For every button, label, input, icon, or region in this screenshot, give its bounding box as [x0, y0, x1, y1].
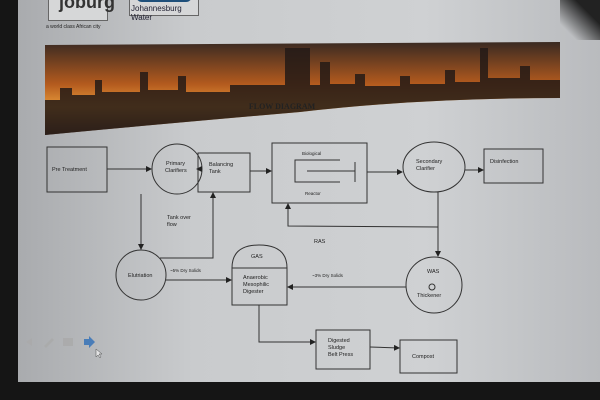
tank-overflow-label: Tank over	[167, 215, 191, 221]
elutriation-label: Elutriation	[128, 273, 152, 279]
digester-label-1: Anaerobic	[243, 275, 268, 281]
skyline-banner	[45, 42, 560, 135]
was-thickener-circle	[405, 256, 463, 314]
disinfection-label: Disinfection	[490, 159, 518, 165]
belt-press-label-3: Belt Press	[328, 352, 353, 358]
node-labels: Pre Treatment Primary Clarifiers Balanci…	[52, 151, 518, 360]
primary-clarifiers-label: Primary	[166, 161, 185, 167]
dry-solids-5-label: ~5% Dry Solids	[170, 268, 202, 273]
biological-reactor-box	[271, 142, 368, 204]
pre-treatment-label: Pre Treatment	[52, 167, 87, 173]
balancing-tank-box	[197, 152, 251, 193]
balancing-tank-label-2: Tank	[209, 169, 221, 175]
thickener-label: Thickener	[417, 293, 441, 299]
digester-dome	[231, 244, 288, 269]
compost-box	[399, 339, 458, 374]
belt-press-box	[315, 329, 371, 370]
primary-clarifiers-label-2: Clarifiers	[165, 168, 187, 174]
digester-label-3: Digester	[243, 289, 264, 295]
joburg-logo: joburg	[48, 0, 115, 21]
pen-icon[interactable]	[44, 338, 54, 348]
elutriation-circle	[115, 249, 167, 301]
disinfection-box	[483, 148, 544, 184]
menu-icon[interactable]	[63, 338, 73, 346]
secondary-clarifier-label-2: Clarifier	[416, 166, 435, 172]
digester-label-2: Mesophilic	[243, 282, 269, 288]
diagram-title: FLOW DIAGRAM	[249, 102, 316, 111]
reactor-channel-icon	[294, 159, 356, 183]
tagline: a world class African city	[46, 24, 101, 30]
secondary-clarifier-label: Secondary	[416, 159, 443, 165]
secondary-clarifier-circle	[402, 141, 466, 193]
belt-press-label-1: Digested	[328, 338, 350, 344]
partner-logo-text: Johannesburg Water	[131, 4, 182, 22]
next-arrow-icon[interactable]	[84, 336, 95, 348]
water-logo-icon	[136, 0, 192, 2]
logo-text: joburg	[59, 0, 115, 12]
back-arrow-icon[interactable]	[26, 338, 32, 346]
compost-label: Compost	[412, 354, 434, 360]
belt-press-label-2: Sludge	[328, 345, 345, 351]
was-label: WAS	[427, 269, 440, 275]
thickener-small-circle	[428, 283, 436, 291]
ras-label: RAS	[314, 239, 326, 245]
tank-overflow-label-2: flow	[167, 222, 177, 228]
mouse-cursor-icon	[95, 348, 103, 359]
shadow	[560, 0, 600, 40]
bio-reactor-top-label: Biological	[302, 151, 321, 156]
flow-arrows	[107, 166, 484, 351]
johannesburg-water-logo: Johannesburg Water	[129, 0, 199, 22]
dry-solids-3-label: ~3% Dry Solids	[312, 273, 344, 278]
slideshow-toolbar	[26, 336, 103, 359]
bio-reactor-bottom-label: Reactor	[305, 191, 321, 196]
balancing-tank-label: Balancing	[209, 162, 233, 168]
gas-label: GAS	[251, 254, 263, 260]
